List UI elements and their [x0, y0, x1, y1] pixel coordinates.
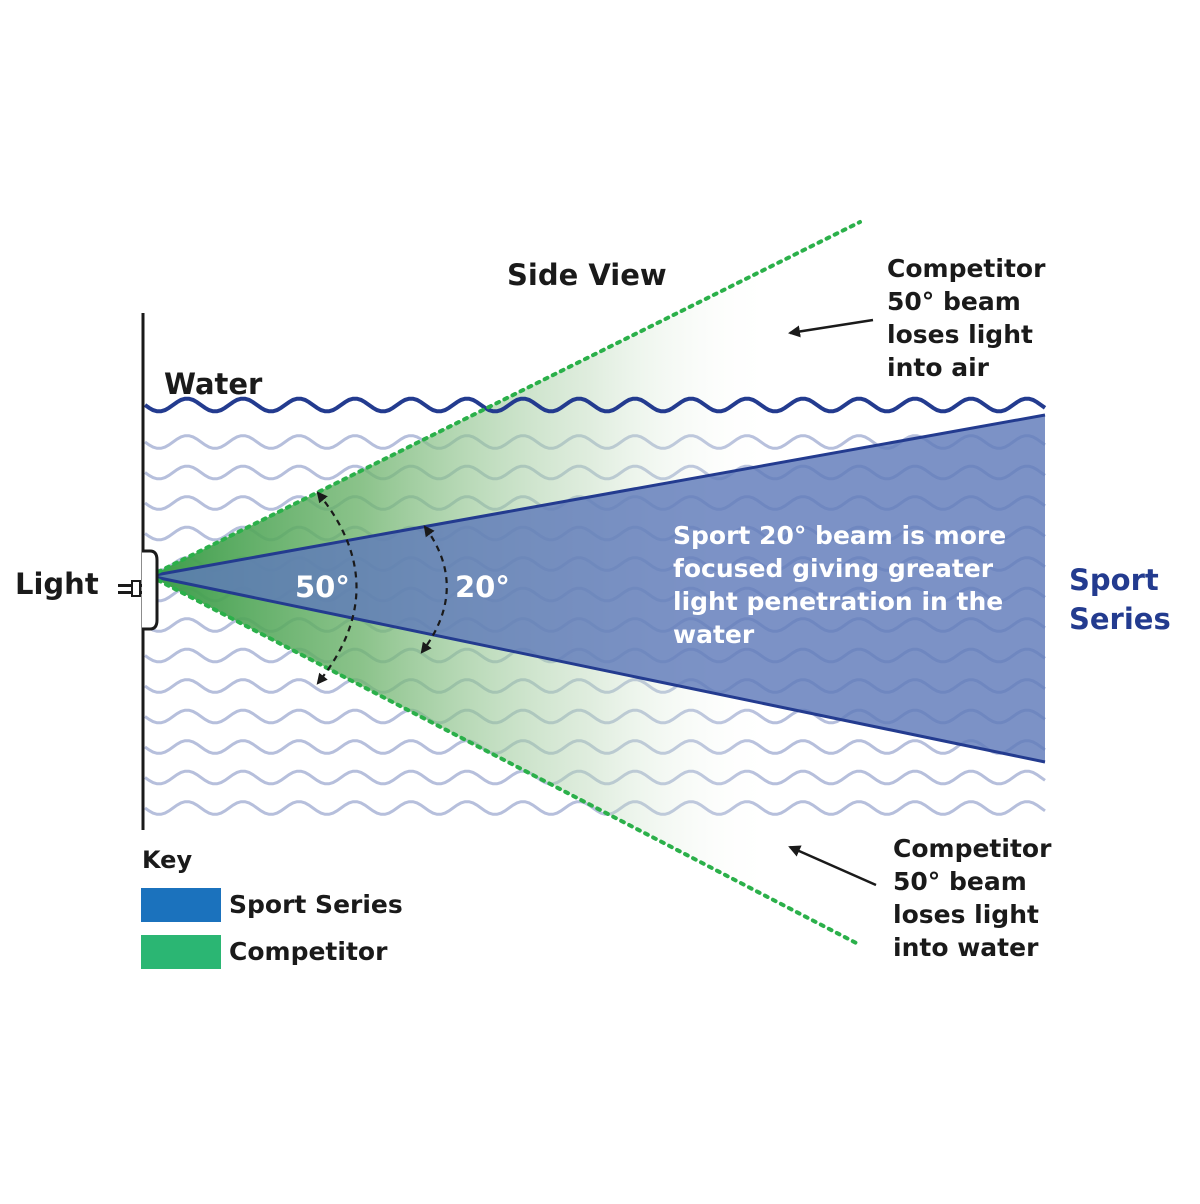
angle-arc-50	[316, 491, 358, 685]
water-surface-line	[143, 396, 1047, 414]
legend-label-competitor: Competitor	[229, 937, 388, 966]
diagram-title: Side View	[507, 258, 667, 292]
water-label: Water	[164, 367, 263, 401]
legend-title: Key	[142, 846, 193, 874]
light-label: Light	[15, 567, 99, 601]
sport-beam-bottom-edge	[149, 574, 1046, 764]
sport-series-label: Sport Series	[1069, 563, 1171, 636]
legend-label-sport-series: Sport Series	[229, 890, 403, 919]
angle-label-50: 50°	[295, 570, 350, 604]
callout-arrow-water	[788, 845, 877, 887]
sport-beam-description: Sport 20° beam is more focused giving gr…	[673, 521, 1007, 649]
competitor-beam-top-edge	[148, 220, 862, 578]
sport-series-beam	[150, 415, 1045, 762]
legend-swatch-competitor	[141, 935, 221, 969]
angle-label-20: 20°	[455, 570, 510, 604]
competitor-beam-bottom-edge	[148, 574, 862, 947]
competitor-air-callout: Competitor 50° beam loses light into air	[887, 254, 1046, 382]
callout-arrow-air	[788, 318, 874, 338]
light-fixture-icon	[118, 549, 159, 631]
legend-swatch-sport-series	[141, 888, 221, 922]
angle-arc-20	[420, 525, 448, 654]
wave-line	[144, 800, 1046, 816]
competitor-water-callout: Competitor 50° beam loses light into wat…	[893, 834, 1052, 962]
sport-beam-top-edge	[149, 413, 1046, 578]
